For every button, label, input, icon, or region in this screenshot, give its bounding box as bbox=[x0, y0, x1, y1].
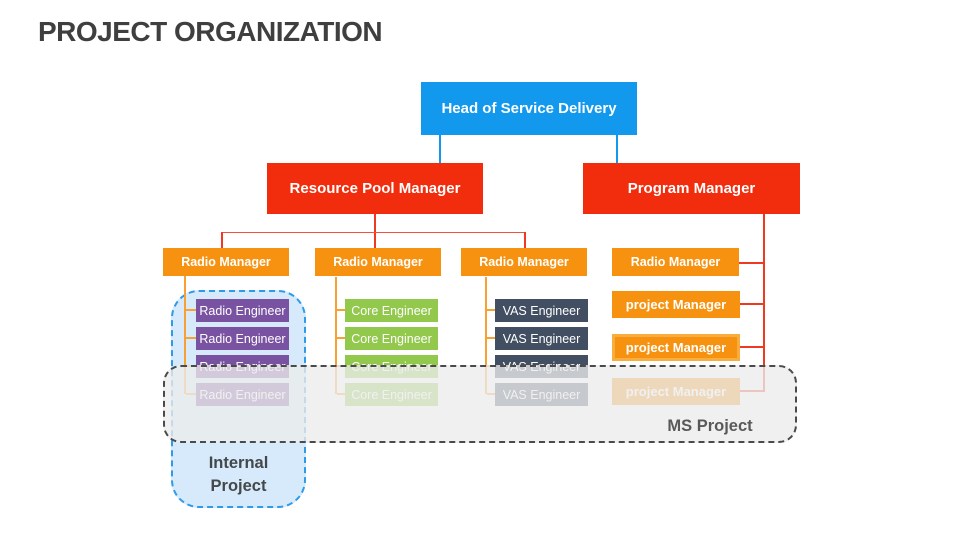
connector-stub-radio-manager-4 bbox=[739, 262, 763, 264]
internal-project-label: Internal Project bbox=[171, 452, 306, 498]
connector-col2-stub-1 bbox=[337, 309, 345, 311]
node-core-engineer-2: Core Engineer bbox=[345, 327, 438, 350]
connector-col1-stub-2 bbox=[186, 337, 196, 339]
connector-col3-stub-2 bbox=[487, 337, 495, 339]
ms-project-label: MS Project bbox=[667, 417, 753, 435]
connector-stub-project-manager-2 bbox=[740, 346, 763, 348]
page-title: PROJECT ORGANIZATION bbox=[38, 16, 383, 47]
connector-drop-radio-manager-3 bbox=[524, 232, 526, 248]
ms-project-group bbox=[163, 365, 797, 443]
node-radio-manager-4: Radio Manager bbox=[612, 248, 739, 276]
node-vas-engineer-1: VAS Engineer bbox=[495, 299, 588, 322]
internal-project-label-line1: Internal bbox=[208, 454, 269, 472]
connector-drop-radio-manager-1 bbox=[221, 232, 223, 248]
node-head-of-service-delivery: Head of Service Delivery bbox=[421, 82, 637, 135]
node-radio-manager-2: Radio Manager bbox=[315, 248, 441, 276]
connector-col2-vertical bbox=[335, 277, 337, 394]
node-project-manager-2: project Manager bbox=[612, 334, 740, 361]
node-radio-engineer-1: Radio Engineer bbox=[196, 299, 289, 322]
connector-col2-stub-2 bbox=[337, 337, 345, 339]
connector-program-vertical bbox=[763, 214, 765, 392]
connector-head-to-resource-pool bbox=[439, 135, 441, 163]
internal-project-label-line2: Project bbox=[210, 477, 267, 496]
node-radio-manager-3: Radio Manager bbox=[461, 248, 587, 276]
connector-col3-stub-1 bbox=[487, 309, 495, 311]
connector-head-to-program bbox=[616, 135, 618, 163]
node-project-manager-1: project Manager bbox=[612, 291, 740, 318]
connector-col1-stub-1 bbox=[186, 309, 196, 311]
node-resource-pool-manager: Resource Pool Manager bbox=[267, 163, 483, 214]
node-core-engineer-1: Core Engineer bbox=[345, 299, 438, 322]
node-radio-manager-1: Radio Manager bbox=[163, 248, 289, 276]
node-vas-engineer-2: VAS Engineer bbox=[495, 327, 588, 350]
connector-col3-vertical bbox=[485, 277, 487, 394]
connector-rpm-horizontal bbox=[221, 232, 525, 233]
connector-rpm-drop bbox=[374, 214, 376, 248]
node-radio-engineer-2: Radio Engineer bbox=[196, 327, 289, 350]
connector-col1-vertical bbox=[184, 276, 186, 394]
node-program-manager: Program Manager bbox=[583, 163, 800, 214]
connector-stub-project-manager-1 bbox=[740, 303, 763, 305]
